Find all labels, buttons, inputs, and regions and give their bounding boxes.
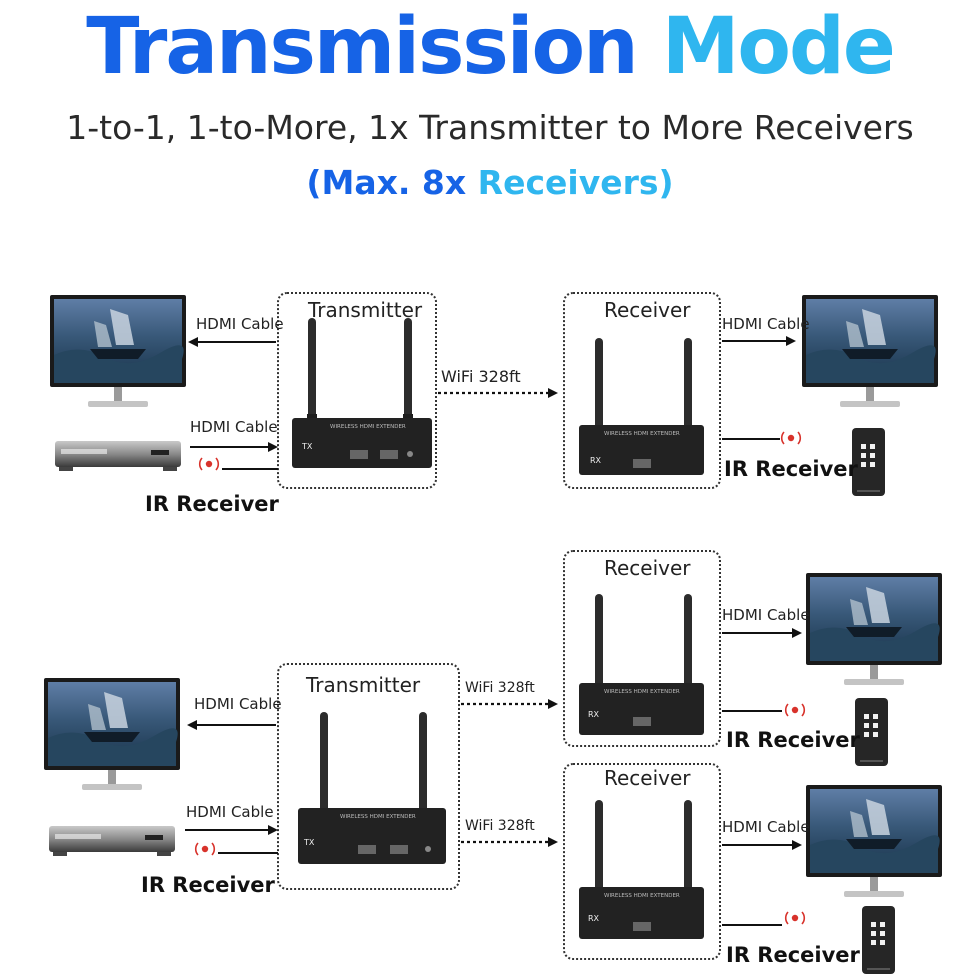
transmitter-box-top	[277, 292, 437, 489]
antenna-icon	[319, 712, 329, 818]
antenna-icon	[403, 318, 413, 424]
monitor-icon	[806, 785, 942, 897]
monitor-icon	[802, 295, 938, 407]
device-faceplate: WIRELESS HDMI EXTENDER	[330, 424, 406, 430]
ir-sensor-icon	[198, 457, 220, 471]
dvd-player-icon	[55, 441, 181, 471]
antenna-icon	[418, 712, 428, 818]
hdmi-cable-label: HDMI Cable	[194, 695, 282, 713]
max-receivers-note: (Max. 8x Receivers)	[306, 163, 674, 202]
transmitter-label: Transmitter	[308, 298, 423, 322]
antenna-icon	[307, 318, 317, 424]
tx-badge: TX	[301, 442, 313, 451]
ir-sensor-icon	[194, 842, 216, 856]
hdmi-cable-label: HDMI Cable	[722, 818, 810, 836]
hdmi-cable-label: HDMI Cable	[722, 315, 810, 333]
ir-sensor-icon	[784, 911, 806, 925]
ir-receiver-label: IR Receiver	[145, 492, 279, 516]
ir-receiver-label: IR Receiver	[726, 943, 860, 967]
page-subtitle: 1-to-1, 1-to-More, 1x Transmitter to Mor…	[66, 108, 914, 147]
ir-receiver-label: IR Receiver	[724, 457, 858, 481]
ir-sensor-icon	[780, 431, 802, 445]
device-faceplate: WIRELESS HDMI EXTENDER	[604, 689, 680, 695]
wifi-label: WiFi 328ft	[465, 818, 535, 834]
receiver-label: Receiver	[604, 766, 691, 790]
dvd-player-icon	[49, 826, 175, 856]
hdmi-cable-label: HDMI Cable	[186, 803, 274, 821]
receiver-box-bottom-1	[563, 550, 721, 747]
receiver-label: Receiver	[604, 556, 691, 580]
ir-receiver-label: IR Receiver	[726, 728, 860, 752]
receiver-box-bottom-2	[563, 763, 721, 960]
monitor-icon	[50, 295, 186, 407]
device-faceplate: WIRELESS HDMI EXTENDER	[340, 814, 416, 820]
rx-badge: RX	[590, 456, 602, 465]
transmitter-label: Transmitter	[306, 673, 421, 697]
transmitter-box-bottom	[277, 663, 460, 890]
ir-sensor-icon	[784, 703, 806, 717]
monitor-icon	[806, 573, 942, 685]
device-faceplate: WIRELESS HDMI EXTENDER	[604, 431, 680, 437]
page-title: Transmission Mode	[86, 2, 896, 92]
hdmi-cable-label: HDMI Cable	[190, 418, 278, 436]
wifi-label: WiFi 328ft	[441, 367, 521, 386]
monitor-icon	[44, 678, 180, 790]
receiver-box-top	[563, 292, 721, 489]
tx-badge: TX	[303, 838, 315, 847]
rx-badge: RX	[588, 710, 600, 719]
hdmi-cable-label: HDMI Cable	[722, 606, 810, 624]
hdmi-cable-label: HDMI Cable	[196, 315, 284, 333]
remote-control-icon	[862, 906, 895, 974]
rx-badge: RX	[588, 914, 600, 923]
wifi-label: WiFi 328ft	[465, 680, 535, 696]
receiver-label: Receiver	[604, 298, 691, 322]
device-faceplate: WIRELESS HDMI EXTENDER	[604, 893, 680, 899]
ir-receiver-label: IR Receiver	[141, 873, 275, 897]
